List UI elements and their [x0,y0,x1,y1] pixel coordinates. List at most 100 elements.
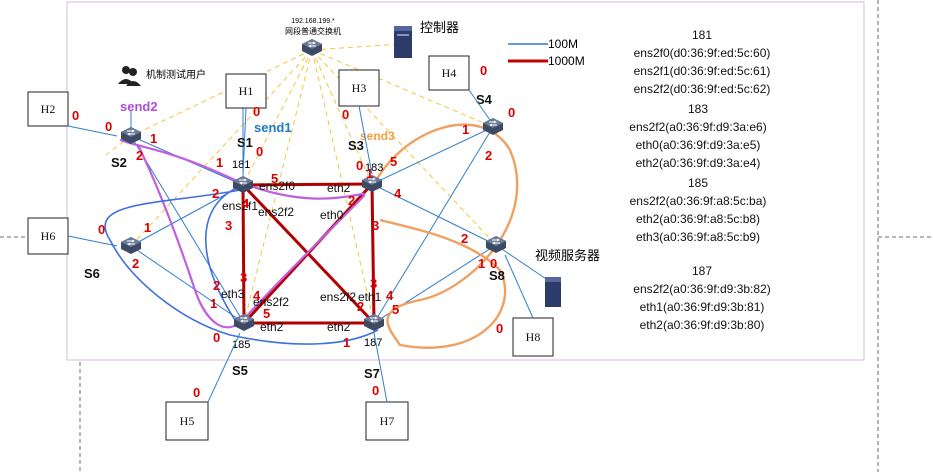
iface-s5-a: eth3 [221,287,245,301]
switch-s7-label: S7 [364,366,380,381]
switch-s7-id: 187 [364,337,382,349]
switch-s4-icon[interactable] [482,117,504,136]
info-187-line2: eth1(a0:36:9f:d9:3b:81) [640,300,765,314]
info-187-line1: ens2f2(a0:36:9f:d9:3b:82) [633,282,770,296]
port-s4-0: 0 [508,105,515,120]
links-1000m [241,182,376,325]
user-icon [118,66,141,86]
svg-text:H4: H4 [442,66,457,80]
port-h2: 0 [72,108,79,123]
core-switch-icon[interactable] [301,38,323,57]
port-h4: 0 [480,63,487,78]
switch-s5-id: 185 [232,339,250,351]
host-h8[interactable]: H8 [512,317,554,357]
svg-text:H8: H8 [526,330,541,344]
iface-s1-a: ens2f0 [259,179,295,193]
info-187-title: 187 [692,264,712,278]
info-183-title: 183 [688,102,708,116]
iface-s5-b: ens2f2 [253,295,289,309]
svg-text:H7: H7 [380,414,395,428]
port-s5-4: 4 [253,288,261,303]
path-send1-a [104,189,379,345]
port-s4-2: 2 [485,148,492,163]
control-links [105,43,497,324]
port-h8: 0 [496,321,503,336]
info-187-line3: eth2(a0:36:9f:d9:3b:80) [640,318,765,332]
host-h4[interactable]: H4 [428,55,470,91]
info-183-line1: ens2f2(a0:36:9f:d9:3a:e6) [629,120,766,134]
port-s7-5: 5 [392,302,399,317]
port-s7-1: 1 [343,335,350,350]
iface-s5-c: eth2 [260,320,284,334]
port-s5-5: 5 [263,306,270,321]
host-links [67,89,534,403]
switch-s6-icon[interactable] [120,236,142,255]
svg-text:H5: H5 [180,414,195,428]
iface-s3-b: eth0 [320,208,344,222]
port-s1-1: 1 [216,155,223,170]
svg-text:H3: H3 [352,81,367,95]
port-s1-4: 4 [242,196,250,211]
host-h1[interactable]: H1 [225,73,267,109]
port-s6-1: 1 [144,220,151,235]
switch-s4-label: S4 [476,92,493,107]
port-h6: 0 [98,222,105,237]
info-183-line2: eth0(a0:36:9f:d9:3a:e5) [636,138,761,152]
mac-info-panel: 181 ens2f0(d0:36:9f:ed:5c:60) ens2f1(d0:… [629,28,770,332]
port-s2-2: 2 [136,148,143,163]
port-h7: 0 [372,383,379,398]
port-s5-0: 0 [213,330,220,345]
iface-s7-b: eth1 [358,290,382,304]
iface-s1-c: ens2f2 [258,205,294,219]
iface-s7-a: ens2f2 [320,290,356,304]
port-h3: 0 [342,107,349,122]
iface-s7-c: eth2 [327,320,351,334]
switch-s2-label: S2 [111,155,127,170]
port-s5-1: 1 [210,296,217,311]
iface-s3-a: eth2 [327,181,351,195]
legend-100m-label: 100M [548,37,578,51]
controller-label: 控制器 [420,20,459,35]
info-181-line1: ens2f0(d0:36:9f:ed:5c:60) [634,46,771,60]
core-switch-ip: 192.168.199.* [291,18,335,25]
info-185-line1: ens2f2(a0:36:9f:a8:5c:ba) [630,194,767,208]
port-s3-0: 0 [356,158,363,173]
control-user-label: 机制测试用户 [146,68,206,81]
diagram-frame [66,1,865,361]
switch-s3-id: 183 [365,162,383,174]
port-s7-3: 3 [370,276,377,291]
port-s1-3: 3 [225,218,232,233]
video-server-label: 视频服务器 [535,248,600,263]
port-h1: 0 [253,104,260,119]
host-h6[interactable]: H6 [27,217,69,255]
host-h2[interactable]: H2 [27,91,69,127]
port-s4-1: 1 [462,122,469,137]
legend-1000m-label: 1000M [548,54,585,68]
info-183-line3: eth2(a0:36:9f:d9:3a:e4) [636,156,761,170]
port-s3-5: 5 [390,154,397,169]
iface-s1-b: ens2f1 [222,199,258,213]
port-s2-0: 0 [105,119,112,134]
links-100m [130,108,556,324]
host-h7[interactable]: H7 [365,401,409,441]
port-s1-up: 0 [256,144,263,159]
port-s5-2: 2 [213,278,220,293]
switch-s8-icon[interactable] [485,235,507,254]
port-s3-3: 3 [372,218,379,233]
switch-s8-label: S8 [489,268,505,283]
send2-label: send2 [120,99,158,114]
port-s5-3: 3 [240,270,247,285]
port-s8-2: 2 [461,231,468,246]
port-s3-2: 2 [348,193,355,208]
info-185-line2: eth2(a0:36:9f:a8:5c:b8) [636,212,760,226]
port-s1-5: 5 [271,171,278,186]
send3-label: send3 [360,129,395,143]
controller-server-icon[interactable] [394,26,412,58]
video-server-icon[interactable] [545,277,561,307]
info-181-line2: ens2f1(d0:36:9f:ed:5c:61) [634,64,771,78]
host-h3[interactable]: H3 [338,69,380,107]
host-h5[interactable]: H5 [165,401,209,441]
svg-text:H2: H2 [41,102,56,116]
send1-label: send1 [254,120,292,135]
switch-s3-label: S3 [348,138,364,153]
